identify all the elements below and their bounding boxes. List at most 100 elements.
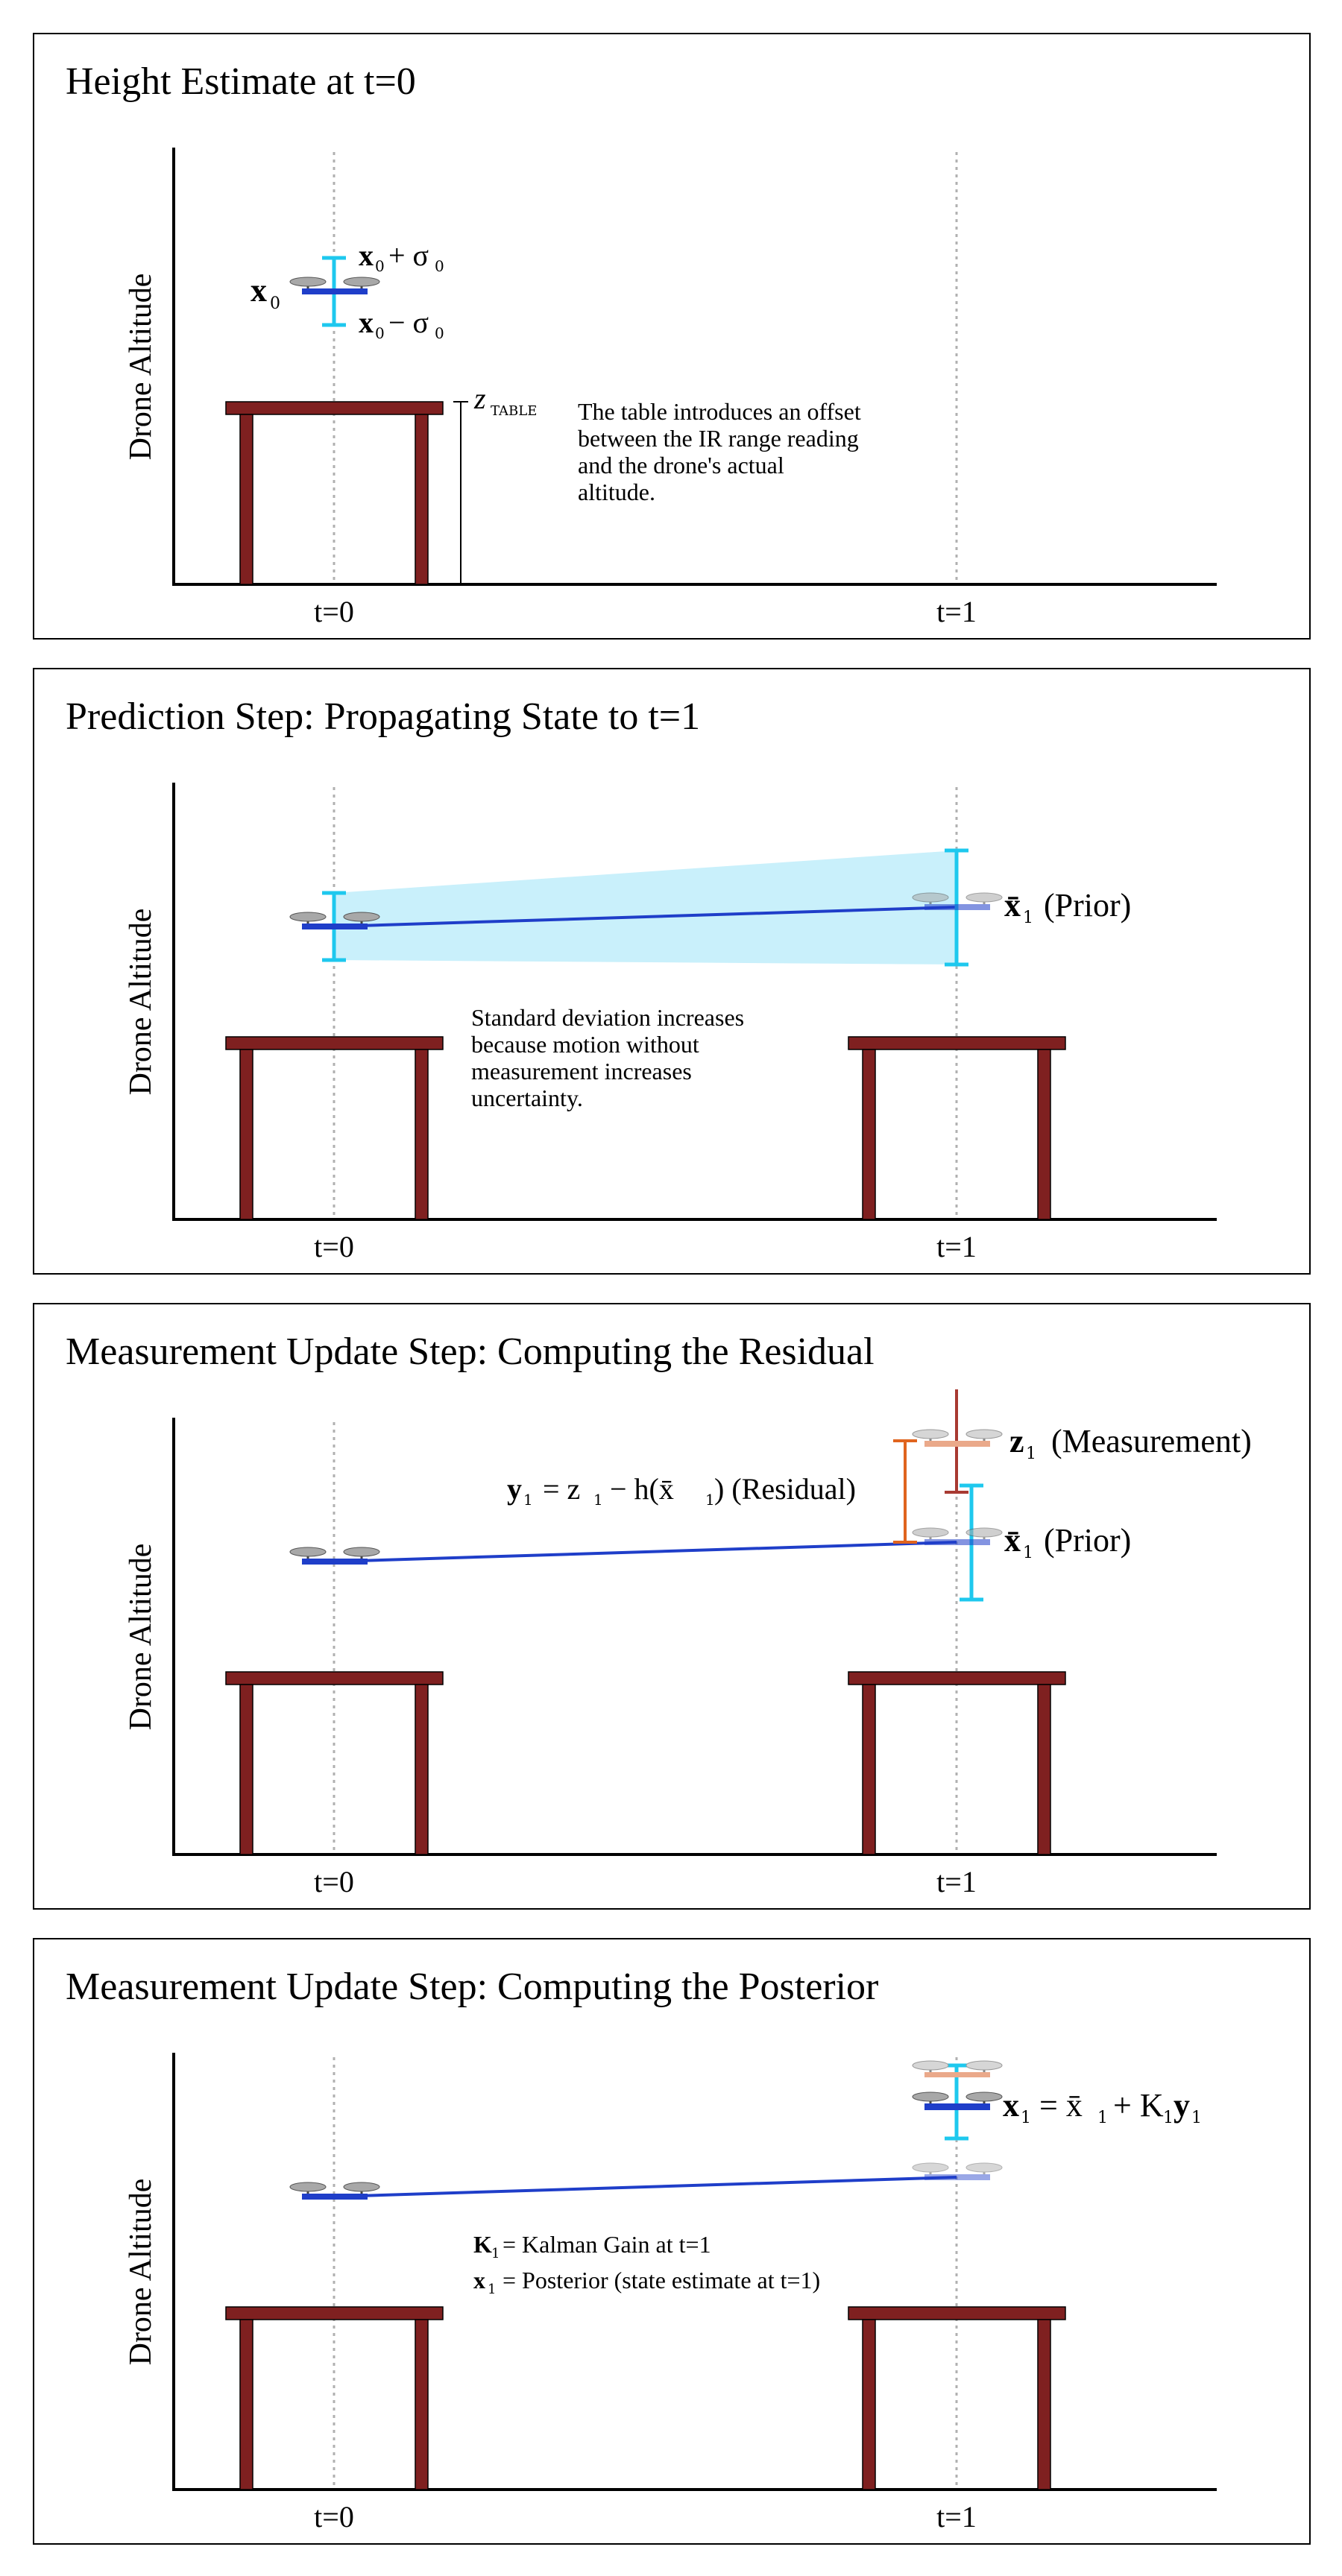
propeller-icon [343,277,380,287]
definitions: K 1 = Kalman Gain at t=1 x 1 = Posterior… [473,2231,820,2297]
posterior-k-sub: 1 [1163,2109,1174,2127]
propeller-icon [343,912,380,922]
drone-t1-measurement [912,2060,1003,2077]
propeller-icon [289,2182,327,2192]
note-line: between the IR range reading [578,425,859,452]
propeller-icon [965,2092,1003,2102]
drone-t1-measurement [912,1429,1003,1447]
measurement-label-suffix: (Measurement) [1051,1423,1252,1459]
panel-title: Measurement Update Step: Computing the P… [66,1966,878,2008]
drone-t0 [289,1547,380,1565]
drone-t1-posterior [912,2092,1003,2110]
propeller-icon [912,892,949,903]
residual-eq: = z [543,1472,580,1506]
table [848,1036,1066,1220]
drone-t1-prior [912,2162,1003,2180]
x0-plus-sigma-sub: 0 [375,257,385,275]
uncertainty-note: Standard deviation increases because mot… [471,1004,744,1111]
propeller-icon [965,2162,1003,2173]
posterior-plus: + K [1113,2087,1164,2124]
tick-label-t0: t=0 [314,595,354,628]
prior-label: x̄ [1004,1522,1021,1559]
uncertainty-region [334,850,957,965]
propeller-icon [965,2060,1003,2071]
posterior-eq: = x̄ [1039,2087,1083,2124]
propeller-icon [289,1547,327,1557]
table-offset-note: The table introduces an offset between t… [578,398,861,505]
residual-equation: y 1 = z 1 − h(x̄ 1 ) (Residual) [507,1472,856,1509]
trajectory-line [333,906,957,928]
drone-t0 [289,912,380,929]
y-axis-label: Drone Altitude [124,1544,158,1731]
table [225,401,444,585]
propeller-icon [965,892,1003,903]
x0-minus-sigma-label: x [359,306,374,339]
x0-plus-sigma-label: x [359,239,374,272]
prior-label-sub: 1 [1023,1544,1033,1562]
tick-label-t1: t=1 [936,595,977,628]
note-line: because motion without [471,1031,699,1058]
propeller-icon [912,1429,949,1439]
table-leg [415,414,429,585]
x0-plus-sigma-op: + σ [388,239,429,272]
y-axis-label: Drone Altitude [124,2179,158,2366]
def-x-text: = Posterior (state estimate at t=1) [503,2267,820,2294]
x0-label-sub: 0 [270,294,280,313]
drone-t1-prior [912,892,1003,910]
table-top [225,401,444,415]
z-table-label: z [473,382,486,415]
table [225,2306,444,2490]
def-x-sub: 1 [488,2282,496,2297]
tick-label-t1: t=1 [936,1865,977,1898]
residual-minus: − h(x̄ [610,1472,674,1506]
residual-z-sub: 1 [593,1491,603,1509]
x0-minus-sigma-op: − σ [388,306,429,339]
posterior-y-sub: 1 [1191,2109,1202,2127]
residual-xbar-sub: 1 [705,1491,715,1509]
tick-label-t0: t=0 [314,1865,354,1898]
drone-t0 [289,2182,380,2200]
panel-frame [33,1303,1311,1910]
note-line: The table introduces an offset [578,398,861,425]
panel-title: Prediction Step: Propagating State to t=… [66,695,700,738]
note-line: Standard deviation increases [471,1004,744,1031]
tick-label-t0: t=0 [314,1230,354,1263]
measurement-label: z [1009,1423,1024,1459]
table [848,2306,1066,2490]
def-k: K [473,2231,492,2258]
prior-label-sub: 1 [1023,909,1033,927]
def-x: x [473,2267,485,2294]
residual-y-sub: 1 [523,1491,533,1509]
trajectory-line [333,2176,957,2198]
propeller-icon [343,1547,380,1557]
def-k-sub: 1 [491,2246,500,2261]
table [225,1671,444,1855]
propeller-icon [912,2092,949,2102]
propeller-icon [912,1527,949,1538]
note-line: altitude. [578,479,655,505]
panel-height-estimate: Height Estimate at t=0 Drone Altitude t=… [33,33,1311,640]
note-line: uncertainty. [471,1085,583,1111]
tick-label-t1: t=1 [936,1230,977,1263]
posterior-x-sub: 1 [1021,2109,1031,2127]
propeller-icon [289,912,327,922]
note-line: measurement increases [471,1058,692,1085]
z-table-label-sub: TABLE [491,403,537,419]
x0-label: x [251,272,267,309]
table [848,1671,1066,1855]
x0-minus-sigma-sigma-sub: 0 [435,324,444,342]
drone-t1-prior [912,1527,1003,1545]
table [225,1036,444,1220]
propeller-icon [965,1527,1003,1538]
prior-label-suffix: (Prior) [1044,887,1131,924]
propeller-icon [965,1429,1003,1439]
panel-frame [33,668,1311,1275]
prior-label-suffix: (Prior) [1044,1522,1131,1559]
residual-y: y [507,1472,522,1506]
trajectory-line [333,1541,957,1563]
def-k-text: = Kalman Gain at t=1 [503,2231,711,2258]
x0-minus-sigma-sub: 0 [375,324,385,342]
y-axis-label: Drone Altitude [124,909,158,1096]
